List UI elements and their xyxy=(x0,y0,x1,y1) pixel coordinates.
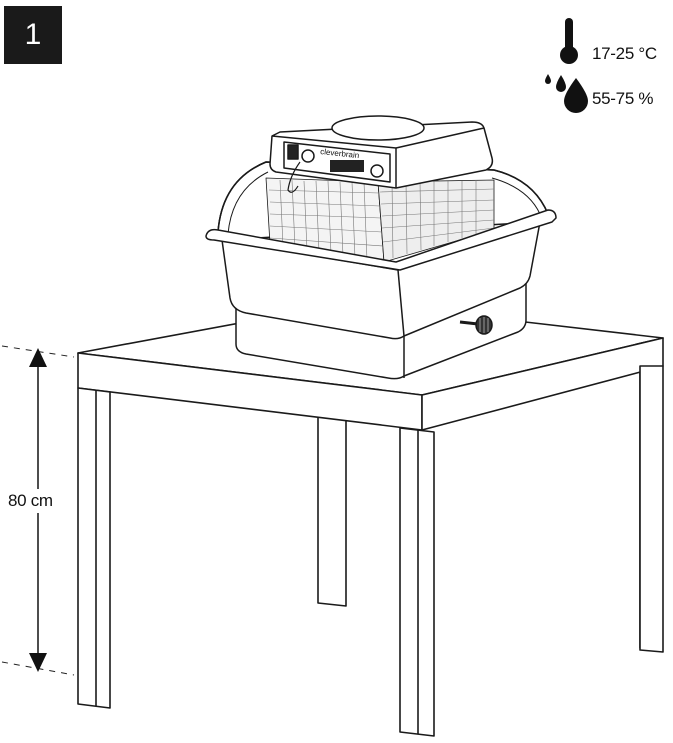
turning-knob xyxy=(459,315,493,335)
incubator xyxy=(205,115,557,380)
step-number-badge: 1 xyxy=(4,6,62,64)
thermometer-icon xyxy=(560,18,578,64)
arrow-up-icon xyxy=(29,348,47,367)
humidity-range-text: 55-75 % xyxy=(592,89,654,108)
display-grid xyxy=(330,160,364,172)
arrow-down-icon xyxy=(29,653,47,672)
temperature-range-text: 17-25 °C xyxy=(592,44,657,63)
device-brand-text: cleverbrain xyxy=(320,147,360,160)
table-height-label: 80 cm xyxy=(6,489,55,513)
table xyxy=(77,301,664,737)
water-drops-icon xyxy=(545,74,588,113)
